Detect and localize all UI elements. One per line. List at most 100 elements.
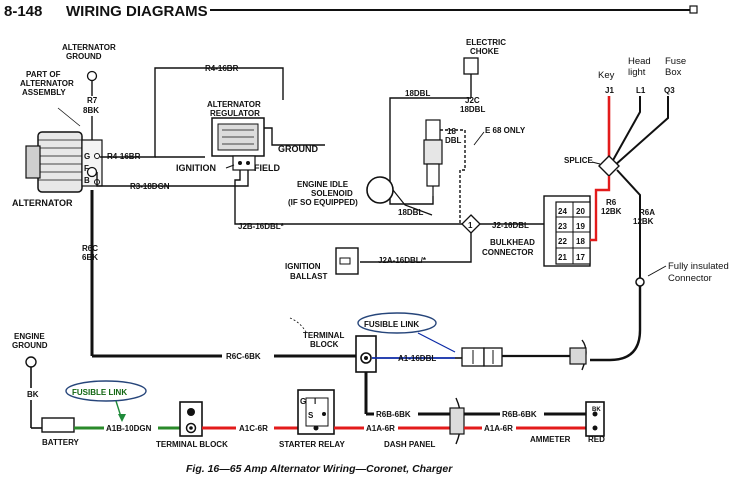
a1b-label-bg [104,422,158,433]
alternator-ground-eyelet [86,70,98,82]
a1a-2-label-bg [482,422,516,433]
bulkhead-cell-23: 23 [558,222,567,231]
alternator-icon [25,131,103,193]
r6a-wire [616,169,641,278]
part-of-leader [57,107,81,127]
fusible-link-top-label: FUSIBLE LINK [364,320,419,329]
relay-terminal-g: G [300,397,306,406]
regulator-ground-wire [264,127,325,146]
ignition-ballast-label: IGNITION BALLAST [285,262,327,281]
terminal-f-label: F [84,164,89,173]
relay-terminal-i: I [314,397,316,406]
terminal-block-bottom-icon [179,401,203,437]
l1-label: L1 [636,86,646,95]
r6c-label-bg [222,350,274,361]
terminal-block-bottom-label: TERMINAL BLOCK [156,440,228,449]
bulkhead-cell-22: 22 [558,237,567,246]
regulator-ground-label: GROUND [278,144,318,154]
r6-wire [590,176,611,242]
headlight-label: Head light [628,56,653,78]
fusible-link-bottom-label: FUSIBLE LINK [72,388,127,397]
electric-choke-label: ELECTRIC CHOKE [466,38,508,56]
bulkhead-cell-24: 24 [558,207,567,216]
terminal-block-top-label: TERMINAL BLOCK [303,331,346,349]
r6a-lower-wire [590,286,642,362]
j1-label: J1 [605,86,614,95]
dash-panel-grommet-icon [449,397,465,445]
l1-wire [611,96,641,163]
solenoid-feed [410,196,434,205]
a1b-label: A1B-10DGN [106,424,152,433]
a1c-label-bg [236,422,274,433]
r6b-1-label-bg [374,409,418,419]
j2a-wire [360,233,472,263]
idle-solenoid-label: ENGINE IDLE SOLENOID (IF SO EQUIPPED) [288,180,358,207]
a1-16dbl-label: A1-16DBL [398,354,436,363]
r4-mid-label: R4-16BR [107,152,141,161]
fully-insulated-label: Fully insulated Connector [668,261,731,284]
bulkhead-label: BULKHEAD CONNECTOR [482,238,537,257]
j2b-wire [234,170,470,225]
r6b-2-label: R6B-6BK [502,410,537,419]
solenoid-wire [392,189,433,216]
w18dbl-bottom-label: 18DBL [398,208,423,217]
e68-wire [440,129,466,224]
regulator-label: ALTERNATOR REGULATOR [207,100,263,118]
dash-panel-label: DASH PANEL [384,440,436,449]
engine-ground-label: ENGINE GROUND [12,332,48,350]
idle-solenoid-connector-icon [423,119,443,196]
a1c-label: A1C-6R [239,424,268,433]
fusebox-label: Fuse Box [665,56,689,78]
dbl18-label: 18 DBL [445,127,462,145]
ballast-terminal [339,257,351,265]
r6c-vertical-label: R6C 6BK [82,244,100,262]
fusible-link-bottom-arrowhead [118,414,126,422]
r6-label: R6 12BK [601,198,622,216]
bulkhead-cell-17: 17 [576,253,585,262]
r3-label: R3-18DGN [130,182,170,191]
battery-icon [41,417,75,433]
bulkhead-cell-18: 18 [576,237,585,246]
relay-terminal-s: S [308,411,314,420]
fusible-link-bottom-callout [65,380,147,402]
r4-top-label: R4-16BR [205,64,239,73]
terminal-g-label: G [84,152,90,161]
part-of-alternator-label: PART OF ALTERNATOR ASSEMBLY [20,70,76,97]
ammeter-red-label: RED [588,435,605,444]
page-number: 8-148 [4,3,42,20]
page-title: WIRING DIAGRAMS [66,3,208,20]
ammeter-label: AMMETER [530,435,571,444]
key-label: Key [598,70,615,81]
alternator-ground-label: ALTERNATOR GROUND [62,43,118,61]
ammeter-bk-label: BK [592,407,601,413]
starter-relay-icon [297,389,335,435]
terminal-g [94,153,100,159]
bulkhead-connector-icon [543,195,591,267]
j2c-label: J2C 18DBL [460,96,485,114]
center-splice-number: 1 [468,221,473,230]
figure-caption: Fig. 16—65 Amp Alternator Wiring—Coronet… [186,463,453,475]
e68-only-label: E 68 ONLY [485,126,526,135]
electric-choke-icon [463,57,479,75]
e68-leader [473,131,485,146]
ammeter-icon [585,401,605,437]
a1a-1-label-bg [364,422,398,433]
splice-icon [598,155,620,177]
q3-label: Q3 [664,86,675,95]
bulkhead-cell-19: 19 [576,222,585,231]
r3-wire [96,170,249,187]
field-terminal-label: FIELD [254,163,280,173]
bulkhead-cell-21: 21 [558,253,567,262]
engine-ground-eyelet [25,356,37,368]
terminal-block-top-pointer [289,317,307,333]
firewall-grommet-icon [569,339,587,371]
idle-solenoid-icon [366,176,394,204]
fusible-link-top-pointer [417,332,456,353]
r7-label: R7 [87,96,98,105]
r6b-2-label-bg [500,409,544,419]
q3-wire [613,96,669,167]
r6b-1-label: R6B-6BK [376,410,411,419]
bulkhead-cell-20: 20 [576,207,585,216]
